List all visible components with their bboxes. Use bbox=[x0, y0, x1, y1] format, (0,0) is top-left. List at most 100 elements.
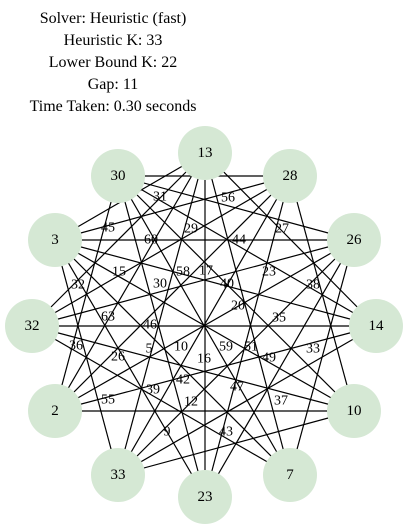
node-label: 13 bbox=[198, 145, 213, 161]
edge-label: 26 bbox=[111, 350, 125, 365]
node-label: 23 bbox=[198, 489, 213, 505]
edge-label: 49 bbox=[262, 351, 276, 366]
node-circle bbox=[28, 213, 82, 267]
solver-text: Solver: Heuristic (fast) bbox=[39, 10, 187, 27]
node-label: 33 bbox=[111, 467, 126, 483]
edge-3-7 bbox=[54, 239, 291, 476]
edge-2-14 bbox=[54, 325, 377, 412]
edge-label: 27 bbox=[275, 222, 289, 237]
node-28: 28 bbox=[263, 149, 317, 203]
node-2: 2 bbox=[28, 384, 82, 438]
edge-label: 39 bbox=[146, 383, 160, 398]
node-label: 28 bbox=[283, 168, 298, 184]
node-circle bbox=[178, 470, 232, 524]
node-label: 2 bbox=[51, 403, 59, 419]
edge-label: 47 bbox=[230, 380, 244, 395]
time-taken-text: Time Taken: 0.30 seconds bbox=[29, 98, 197, 115]
lower-bound-k-text: Lower Bound K: 22 bbox=[48, 54, 178, 71]
node-13: 13 bbox=[178, 126, 232, 180]
edge-label: 46 bbox=[143, 318, 157, 333]
edge-label: 40 bbox=[220, 277, 234, 292]
edge-label: 35 bbox=[272, 311, 286, 326]
edge-label: 55 bbox=[101, 393, 115, 408]
node-circle bbox=[327, 384, 381, 438]
edge-label: 23 bbox=[262, 265, 276, 280]
edge-label: 44 bbox=[232, 233, 246, 248]
edge-layer bbox=[31, 152, 377, 498]
edge-14-13 bbox=[204, 152, 377, 327]
edge-label: 12 bbox=[184, 395, 198, 410]
solver-info-panel: Solver: Heuristic (fast) Heuristic K: 33… bbox=[0, 8, 226, 118]
node-circle bbox=[28, 384, 82, 438]
edge-label: 31 bbox=[153, 190, 167, 205]
edge-label: 20 bbox=[231, 299, 245, 314]
node-label: 32 bbox=[25, 318, 40, 334]
node-30: 30 bbox=[91, 149, 145, 203]
node-circle bbox=[263, 149, 317, 203]
node-label: 14 bbox=[369, 318, 385, 334]
edge-23-26 bbox=[204, 239, 355, 498]
edge-33-26 bbox=[117, 239, 355, 476]
edge-label: 9 bbox=[164, 425, 171, 440]
edge-label: 16 bbox=[197, 352, 211, 367]
edge-30-23 bbox=[117, 175, 206, 498]
node-26: 26 bbox=[327, 213, 381, 267]
edge-label-layer: 3156452944276017582334038153020323563465… bbox=[54, 190, 321, 440]
node-33: 33 bbox=[91, 448, 145, 502]
edge-label: 10 bbox=[174, 340, 188, 355]
node-circle bbox=[91, 149, 145, 203]
heuristic-k-text: Heuristic K: 33 bbox=[63, 32, 163, 49]
edge-label: 43 bbox=[219, 425, 233, 440]
edge-label: 59 bbox=[219, 340, 233, 355]
edge-label: 36 bbox=[69, 339, 83, 354]
node-10: 10 bbox=[327, 384, 381, 438]
node-3: 3 bbox=[28, 213, 82, 267]
node-label: 26 bbox=[347, 232, 363, 248]
edge-label: 30 bbox=[153, 277, 167, 292]
edge-label: 58 bbox=[176, 265, 190, 280]
edge-label: 56 bbox=[221, 191, 235, 206]
edge-label: 29 bbox=[184, 222, 198, 237]
edge-32-10 bbox=[31, 325, 355, 412]
edge-7-13 bbox=[204, 152, 291, 476]
node-label: 3 bbox=[51, 232, 59, 248]
edge-32-28 bbox=[31, 175, 291, 327]
edge-label: 38 bbox=[306, 278, 320, 293]
edge-label: 45 bbox=[101, 221, 115, 236]
edge-label: 32 bbox=[71, 278, 85, 293]
edge-23-28 bbox=[204, 175, 291, 498]
edge-label: 63 bbox=[101, 310, 115, 325]
node-circle bbox=[91, 448, 145, 502]
edge-label: 42 bbox=[176, 373, 190, 388]
edge-30-10 bbox=[117, 175, 355, 412]
node-14: 14 bbox=[349, 299, 403, 353]
node-circle bbox=[5, 299, 59, 353]
edge-label: 37 bbox=[274, 394, 288, 409]
edge-32-26 bbox=[31, 239, 355, 327]
node-circle bbox=[349, 299, 403, 353]
edge-label: 5 bbox=[146, 342, 153, 357]
edge-33-28 bbox=[117, 175, 291, 476]
node-label: 7 bbox=[286, 467, 294, 483]
edge-10-28 bbox=[289, 175, 355, 412]
edge-7-26 bbox=[289, 239, 355, 476]
node-32: 32 bbox=[5, 299, 59, 353]
edge-2-13 bbox=[54, 152, 206, 412]
edge-label: 60 bbox=[144, 233, 158, 248]
gap-text: Gap: 11 bbox=[87, 76, 139, 93]
node-7: 7 bbox=[263, 448, 317, 502]
node-circle bbox=[263, 448, 317, 502]
edge-33-13 bbox=[117, 152, 206, 476]
node-label: 10 bbox=[347, 403, 362, 419]
edge-32-13 bbox=[31, 152, 206, 327]
node-circle bbox=[327, 213, 381, 267]
node-circle bbox=[178, 126, 232, 180]
edge-label: 33 bbox=[306, 342, 320, 357]
edge-label: 15 bbox=[112, 265, 126, 280]
edge-2-28 bbox=[54, 175, 291, 412]
node-label: 30 bbox=[111, 168, 126, 184]
edge-label: 17 bbox=[199, 264, 213, 279]
node-23: 23 bbox=[178, 470, 232, 524]
